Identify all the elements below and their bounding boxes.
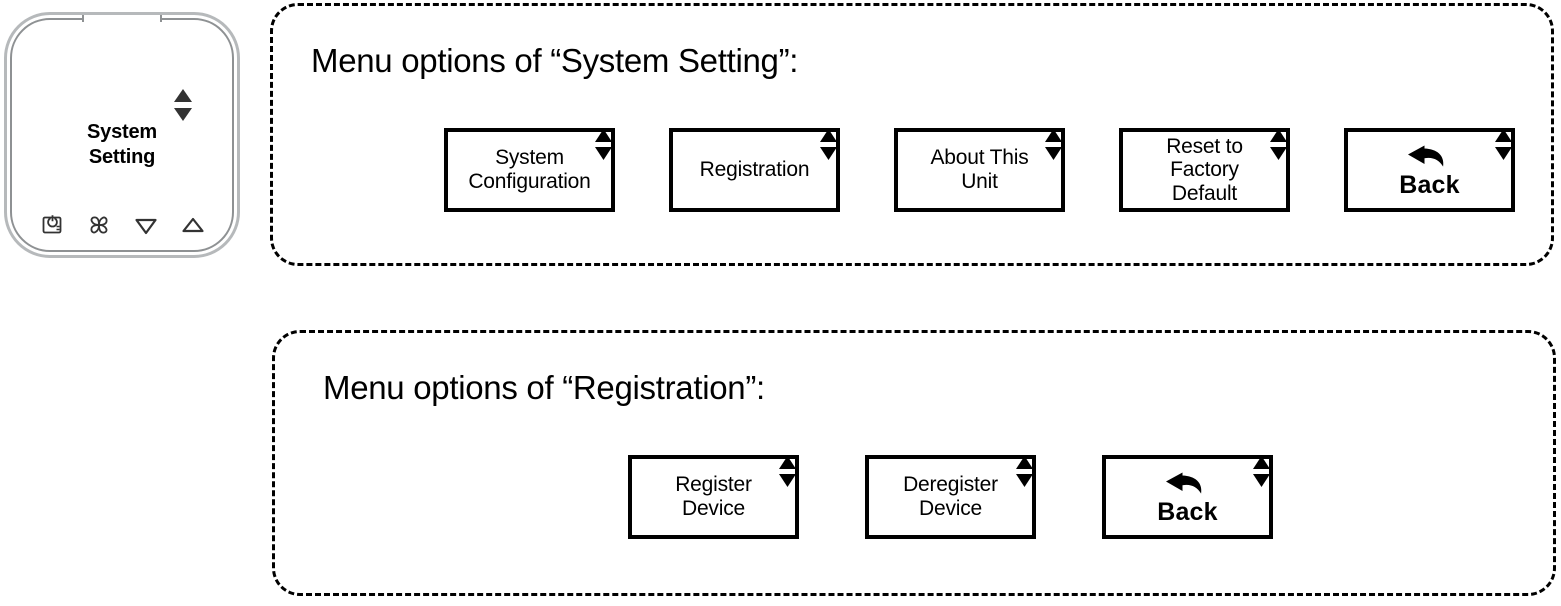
fan-icon[interactable] [86,212,112,238]
device-screen-title: System Setting [14,120,230,170]
up-down-arrows-icon[interactable] [1251,455,1272,488]
menu-option-label-line: System [495,146,564,170]
arrow-down-icon[interactable] [133,212,159,238]
menu-option-label-line: Configuration [468,170,591,193]
menu-option-label: Registration [694,158,816,182]
menu-option-system-configuration[interactable]: System Configuration [444,128,615,212]
menu-option-row-system-setting: System Configuration Registration [444,128,1515,212]
device-screen-title-line1: System [87,121,157,143]
menu-option-label-line: Register [675,473,752,497]
menu-option-deregister-device[interactable]: Deregister Device [865,455,1036,539]
up-down-arrows-icon[interactable] [593,128,614,161]
panel-system-setting: Menu options of “System Setting”: System… [270,3,1554,266]
up-down-arrows-icon[interactable] [818,128,839,161]
menu-option-label-line: Registration [699,158,810,182]
menu-option-label-line: Device [681,497,745,520]
device-icon-row [14,212,230,238]
device-screen-title-line2: Setting [88,146,156,168]
menu-option-label: Back [1157,497,1218,526]
menu-option-back[interactable]: Back [1102,455,1273,539]
up-down-arrows-icon[interactable] [1014,455,1035,488]
panel-registration: Menu options of “Registration”: Register… [272,330,1556,596]
back-arrow-icon [1403,142,1457,170]
menu-option-label-line: Default [1171,181,1238,205]
menu-option-label: System Configuration [462,146,596,193]
menu-option-about-this-unit[interactable]: About This Unit [894,128,1065,212]
menu-option-label: Register Device [669,473,758,520]
menu-option-label-line: Factory [1170,158,1239,182]
up-down-arrows-icon[interactable] [1043,128,1064,161]
arrow-up-icon[interactable] [180,212,206,238]
up-down-arrows-icon[interactable] [777,455,798,488]
thermostat-device: System Setting [4,12,240,258]
menu-option-label-line: Unit [961,170,998,193]
menu-option-label-line: Deregister [903,473,998,497]
menu-option-label: Deregister Device [897,473,1004,520]
device-screen: System Setting [14,22,230,248]
up-down-arrows-icon[interactable] [1493,128,1514,161]
menu-option-label: Back [1399,170,1460,199]
menu-option-label: Reset to Factory Default [1160,135,1249,206]
up-down-arrows-icon[interactable] [172,88,194,122]
menu-option-reset-to-factory-default[interactable]: Reset to Factory Default [1119,128,1290,212]
menu-option-registration[interactable]: Registration [669,128,840,212]
menu-option-label-line: Device [919,497,982,520]
menu-option-label: About This Unit [924,146,1034,193]
menu-option-row-registration: Register Device Deregister Device [628,455,1273,539]
back-arrow-icon [1161,469,1215,497]
menu-option-register-device[interactable]: Register Device [628,455,799,539]
panel-system-setting-heading: Menu options of “System Setting”: [311,42,799,79]
up-down-arrows-icon[interactable] [1268,128,1289,161]
power-display-icon[interactable] [39,212,65,238]
panel-registration-heading: Menu options of “Registration”: [323,369,765,406]
menu-option-back[interactable]: Back [1344,128,1515,212]
menu-option-label-line: Reset to [1166,134,1243,158]
menu-option-label-line: About This [930,146,1029,170]
